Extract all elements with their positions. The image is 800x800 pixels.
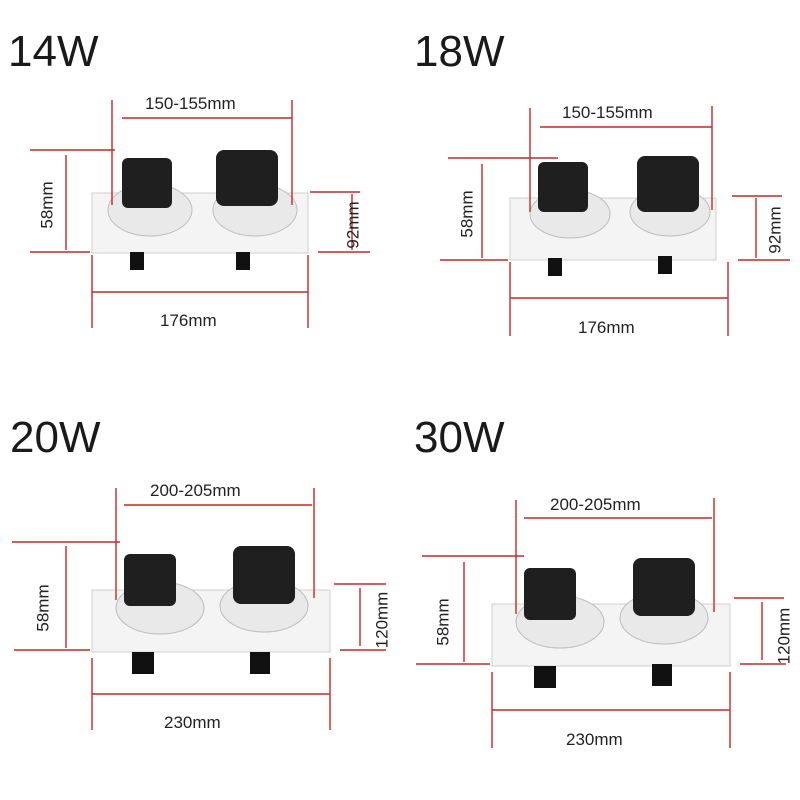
lamp-diagram [30,100,370,328]
inner-width-label: 150-155mm [562,103,653,122]
height-label: 58mm [457,190,477,238]
panel-18w: 18W 150-155mm 58mm 92mm 176mm [400,0,800,400]
outer-width-label: 176mm [578,318,635,337]
inner-width-label: 200-205mm [150,481,241,500]
inner-width-label: 150-155mm [145,94,236,113]
dimension-arrows [12,488,386,730]
wattage-label: 14W [8,27,99,76]
dimension-arrows [30,100,370,328]
panel-14w: 14W 150-155mm 58mm 92mm 176mm [0,0,400,400]
lamp-diagram [416,498,786,748]
height-label: 58mm [433,598,453,646]
outer-width-label: 230mm [164,713,221,732]
inner-width-label: 200-205mm [550,495,641,514]
dimension-arrows [440,106,790,336]
downlight-fixture [91,150,309,270]
outer-width-label: 230mm [566,730,623,749]
depth-label: 92mm [343,201,363,249]
wattage-label: 18W [414,27,505,76]
downlight-fixture [491,558,731,688]
downlight-fixture [509,156,717,276]
panel-20w: 20W 200-205mm 58mm 120mm 230mm [0,400,400,800]
wattage-label: 30W [414,413,505,462]
dimension-arrows [416,498,786,748]
height-label: 58mm [37,181,57,229]
wattage-label: 20W [10,413,101,462]
outer-width-label: 176mm [160,311,217,330]
depth-label: 92mm [765,206,785,254]
height-label: 58mm [33,584,53,632]
depth-label: 120mm [372,591,392,649]
lamp-diagram [440,106,790,336]
lamp-diagram [12,488,386,730]
panel-30w: 30W 200-205mm 58mm 120mm 230mm [400,400,800,800]
downlight-fixture [91,546,331,674]
depth-label: 120mm [774,607,794,665]
